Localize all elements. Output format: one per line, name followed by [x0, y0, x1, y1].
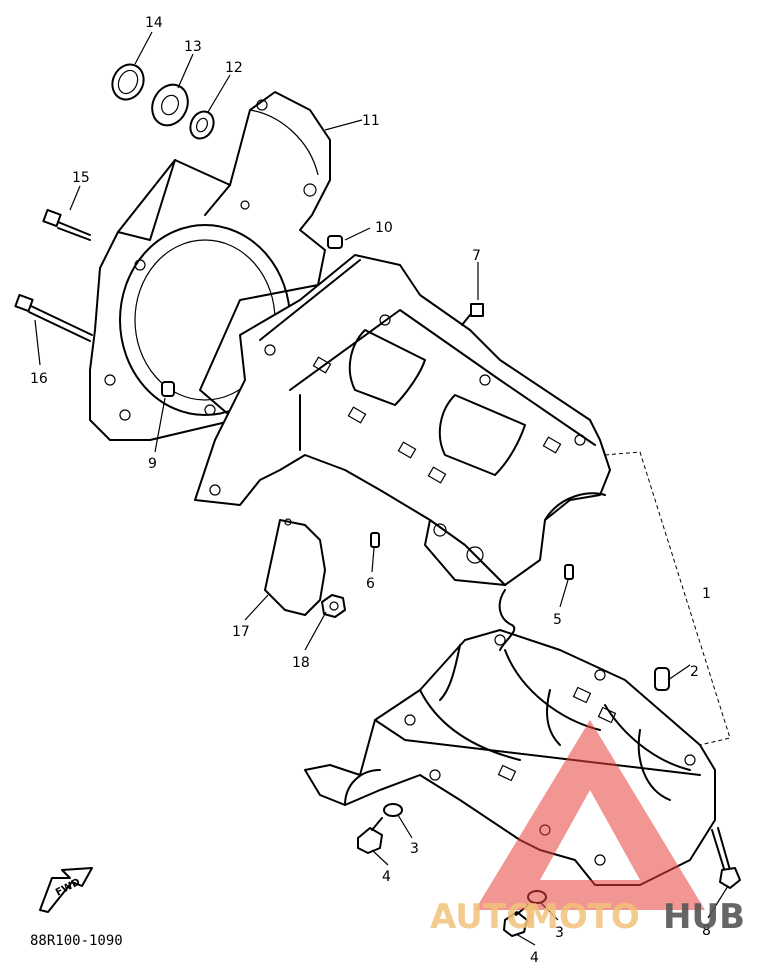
watermark-logo-icon	[475, 720, 705, 910]
bolt-4a	[357, 817, 383, 854]
label-9: 9	[148, 456, 157, 472]
bearing	[151, 83, 189, 127]
label-4b: 4	[530, 950, 539, 966]
bolt-7	[461, 303, 484, 326]
bolt-4b	[503, 904, 529, 937]
label-17: 17	[232, 624, 250, 640]
label-2: 2	[690, 664, 699, 680]
label-7: 7	[472, 248, 481, 264]
wire-clip	[498, 589, 516, 651]
forward-arrow-icon: FWD	[39, 867, 93, 913]
leader-lines	[34, 31, 731, 946]
label-10: 10	[375, 220, 393, 236]
label-3a: 3	[410, 841, 419, 857]
label-12: 12	[225, 60, 243, 76]
label-13: 13	[184, 39, 202, 55]
bolt-8	[711, 827, 741, 889]
label-11: 11	[362, 113, 380, 129]
washer-3a	[383, 803, 403, 817]
label-1: 1	[702, 586, 711, 602]
label-14: 14	[145, 15, 163, 31]
diagram-code: 88R100-1090	[30, 933, 123, 949]
label-5: 5	[553, 612, 562, 628]
label-18: 18	[292, 655, 310, 671]
upper-crankcase	[194, 254, 611, 586]
watermark-moto: MOTO	[525, 897, 640, 937]
watermark: AUTO MOTO HUB	[430, 720, 745, 937]
dowel-pin-9	[161, 381, 175, 397]
small-bearing	[189, 110, 215, 140]
nut	[321, 594, 346, 618]
label-16: 16	[30, 371, 48, 387]
label-3b: 3	[555, 925, 564, 941]
pin-6	[370, 532, 380, 548]
dowel-pin-10	[327, 235, 343, 249]
watermark-auto: AUTO	[430, 897, 535, 937]
label-8: 8	[702, 923, 711, 939]
pin-5	[564, 564, 574, 580]
label-6: 6	[366, 576, 375, 592]
dowel-2	[654, 667, 670, 691]
label-15: 15	[72, 170, 90, 186]
oil-seal	[111, 63, 145, 101]
cover-plate	[264, 518, 326, 616]
watermark-hub: HUB	[663, 897, 745, 937]
bolt-16	[14, 293, 93, 342]
bolt-15	[42, 208, 91, 241]
label-4a: 4	[382, 869, 391, 885]
